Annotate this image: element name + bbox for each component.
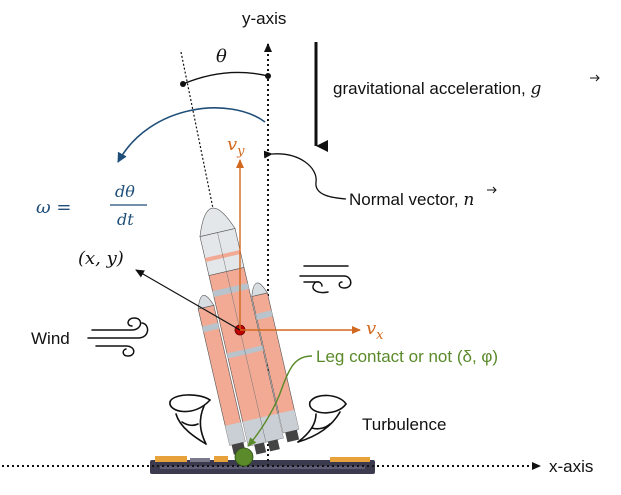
core-stage [199, 207, 284, 455]
leg-contact-label: Leg contact or not (δ, φ) [316, 347, 498, 366]
theta-label: θ [216, 46, 227, 67]
x-axis-label: x-axis [549, 457, 593, 476]
svg-text:dt: dt [117, 210, 134, 229]
wind-label: Wind [31, 329, 70, 348]
svg-text:ω =: ω = [36, 197, 71, 218]
right-booster [251, 282, 300, 443]
svg-text:dθ: dθ [115, 182, 135, 201]
position-arrow [135, 269, 241, 331]
rocket [197, 207, 300, 455]
vx-label: vx [366, 318, 384, 343]
leg-contact-marker [234, 447, 254, 467]
omega-arc-arrow [117, 107, 266, 163]
theta-arc [182, 71, 269, 85]
tornado-icon-right [297, 394, 347, 443]
gravity-label: gravitational acceleration, g [333, 79, 542, 99]
position-label: (x, y) [78, 248, 124, 269]
leg-contact-arrow [247, 355, 313, 447]
normal-vector-label: Normal vector, n [349, 190, 474, 210]
tornado-icon-left [169, 394, 211, 445]
y-axis-label: y-axis [242, 9, 286, 28]
vy-label: vy [227, 134, 245, 159]
turbulence-label: Turbulence [362, 415, 446, 434]
normal-vector-arrow [263, 150, 347, 200]
gust-icon [299, 265, 352, 294]
wind-icon [87, 317, 149, 357]
omega-equation: ω = dθ dt [36, 182, 147, 229]
